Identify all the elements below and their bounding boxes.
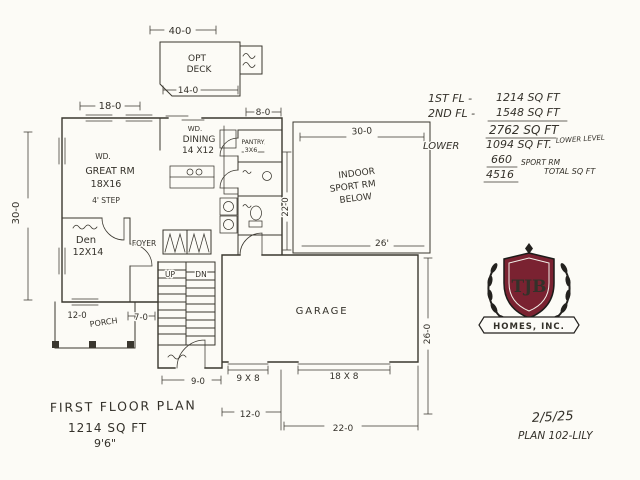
label-garage: GARAGE <box>296 306 349 317</box>
label-dining-floor: WD. <box>188 125 203 133</box>
dryer <box>219 215 238 234</box>
logo-banner-ribbon <box>478 316 580 334</box>
closet-doors <box>164 232 210 254</box>
dim-entry-width: 9-0 <box>191 377 205 387</box>
toilet-tank <box>248 220 263 228</box>
label-greatrm-size: 18X16 <box>91 179 122 190</box>
porch-post <box>127 341 134 348</box>
outer-walls <box>61 117 419 369</box>
casework-lines <box>169 125 265 195</box>
summary-lower-note: LOWER LEVEL <box>556 134 606 145</box>
laurel-leaf <box>490 263 498 273</box>
summary-sport-value: 660 <box>491 153 512 166</box>
label-dining-size: 14 X12 <box>182 146 214 156</box>
label-pantry: PANTRY <box>242 139 265 146</box>
dryer-drum <box>223 219 234 230</box>
shield-pinstripe <box>508 257 550 312</box>
tjb-logo: TJB HOMES, INC. <box>478 243 580 334</box>
plan-ceiling-height: 9'6" <box>94 437 116 450</box>
label-stairs-up: UP <box>165 270 175 279</box>
toilet-bowl <box>250 205 262 221</box>
dim-garage-left: 12-0 <box>240 410 261 420</box>
room-labels-layer: OPT DECK WD. DINING 14 X12 PANTRY 3X6 WD… <box>71 53 390 330</box>
sink-bowl <box>186 168 194 176</box>
label-deck-2: DECK <box>187 65 213 75</box>
label-dining: DINING <box>183 135 216 145</box>
laurel-leaf <box>490 303 498 313</box>
dim-left-top: 18-0 <box>99 101 122 112</box>
refrigerator <box>219 129 237 149</box>
plan-number: PLAN 102-LILY <box>518 430 594 442</box>
lavatory <box>262 171 272 181</box>
window-marks <box>58 114 153 306</box>
laurel-leaf <box>560 263 568 273</box>
summary-subtotal: 2762 SQ FT <box>489 123 560 137</box>
summary-total-note: TOTAL SQ FT <box>544 167 596 176</box>
label-sport-bottom-dim: 26' <box>375 239 389 249</box>
dim-garage-bottom: 22-0 <box>333 424 354 434</box>
laurel-leaf <box>565 275 571 287</box>
summary-lower-label: LOWER <box>423 141 459 152</box>
porch-post <box>89 341 96 348</box>
summary-fl2-value: 1548 SQ FT <box>496 106 561 119</box>
summary-sport-note: SPORT RM <box>521 158 561 167</box>
dim-garage-door-large: 18 X 8 <box>329 372 358 382</box>
dim-side-right: 22-0 <box>281 197 291 216</box>
summary-fl1-label: 1ST FL - <box>428 92 472 105</box>
area-summary-block: 1ST FL - 1214 SQ FT 2ND FL - 1548 SQ FT … <box>422 90 606 183</box>
dim-garage-door-small: 9 X 8 <box>236 374 260 384</box>
summary-fl2-label: 2ND FL - <box>428 107 475 120</box>
dim-deck-width: 14-0 <box>178 86 199 96</box>
summary-total-value: 4516 <box>486 168 514 181</box>
label-greatrm-step: 4' STEP <box>92 196 120 205</box>
plan-date: 2/5/25 <box>531 409 574 426</box>
title-block-layer: FIRST FLOOR PLAN 1214 SQ FT 9'6" 2/5/25 … <box>49 396 596 451</box>
dim-hall-width: 7-0 <box>134 313 148 323</box>
label-deck-1: OPT <box>188 54 207 64</box>
laurel-leaf <box>560 303 568 313</box>
dim-porch-width: 12-0 <box>67 311 86 321</box>
logo-banner-text: HOMES, INC. <box>493 322 565 332</box>
dimension-labels-layer: 40-0 14-0 18-0 8-0 30-0 22-0 7-0 9-0 12-… <box>10 25 435 436</box>
label-porch: PORCH <box>89 316 118 329</box>
laurel-leaf <box>565 289 571 301</box>
dimension-lines <box>23 25 433 431</box>
washer-drum <box>223 201 234 212</box>
scribble-marks <box>72 53 256 360</box>
label-greatrm: GREAT RM <box>85 166 134 177</box>
door-arcs <box>101 137 263 369</box>
label-pantry-size: 3X6 <box>245 146 258 154</box>
dim-left-height: 30-0 <box>11 202 22 225</box>
porch-post <box>52 341 59 348</box>
label-sport-dim: 30-0 <box>351 126 372 137</box>
summary-lower-value: 1094 SQ FT. <box>486 138 552 151</box>
deck-outline <box>159 41 263 97</box>
plan-area: 1214 SQ FT <box>68 421 147 435</box>
dim-top-right: 8-0 <box>256 108 271 118</box>
sink-bowl <box>195 168 203 176</box>
dim-top-width: 40-0 <box>169 26 192 37</box>
slider-door <box>165 115 205 121</box>
summary-rule-lines <box>483 120 568 183</box>
label-sport-3: BELOW <box>339 192 373 206</box>
crest-ornament <box>525 243 533 254</box>
summary-fl1-value: 1214 SQ FT <box>496 91 561 104</box>
label-stairs-dn: DN <box>195 270 206 279</box>
label-den-size: 12X14 <box>73 247 104 258</box>
dim-garage-side: 26-0 <box>423 324 433 345</box>
label-den: Den <box>76 235 96 246</box>
logo-monogram: TJB <box>511 277 546 297</box>
washer <box>219 197 238 216</box>
laurel-leaf <box>487 289 493 301</box>
stairs <box>157 261 216 346</box>
laurel-leaf <box>487 275 493 287</box>
label-greatrm-floor: WD. <box>95 152 111 161</box>
interior-walls <box>61 117 283 303</box>
kitchen-island <box>169 165 215 189</box>
sportcourt-outline <box>292 121 431 254</box>
label-foyer: FOYER <box>132 239 156 248</box>
walls-layer <box>23 25 433 431</box>
plan-title: FIRST FLOOR PLAN <box>50 397 197 415</box>
